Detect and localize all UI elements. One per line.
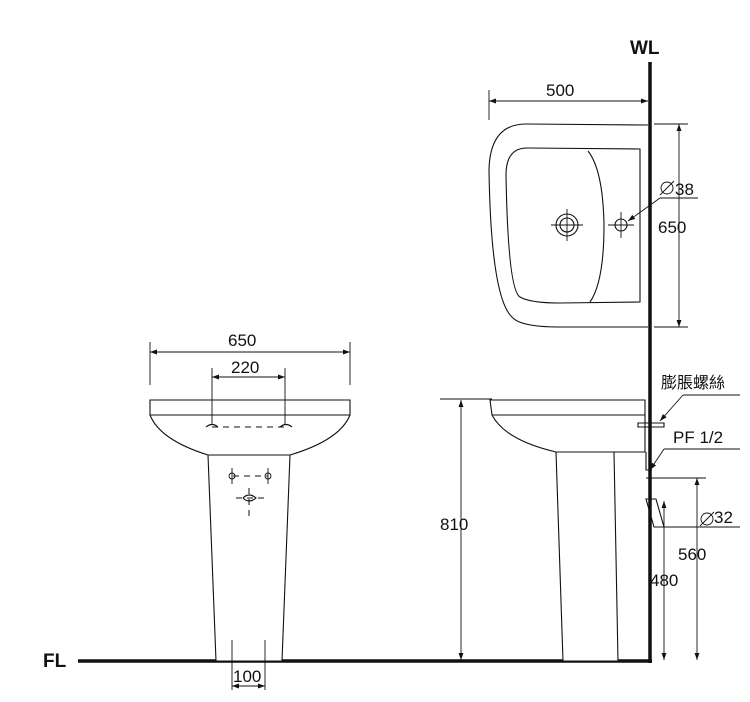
faucet-hole [608,212,634,238]
front-view [149,342,351,690]
wall-label: WL [630,38,660,59]
waste-height-label: 480 [650,571,678,590]
top-depth-label: 650 [658,218,686,237]
faucet-spacing-label: 220 [231,358,259,377]
side-view [440,394,740,662]
drain-symbol [551,209,583,241]
svg-text:32: 32 [714,508,733,527]
drain-hole-label: 38 [675,180,694,199]
basin-side [489,399,646,453]
basin-outline-plan [488,123,649,328]
anchor-bolt-label: 膨脹螺絲 [661,373,725,392]
pedestal-side [555,451,619,662]
pedestal-base-label: 100 [233,667,261,686]
height-total-label: 810 [440,515,468,534]
deck-divider [587,150,605,303]
supply-height-label: 560 [678,545,706,564]
diameter-symbol [660,181,674,195]
pedestal-front [207,454,291,662]
top-width-label: 500 [546,81,574,100]
anchor-bolt [637,422,665,428]
floor-label: FL [43,651,67,672]
front-width-label: 650 [228,331,256,350]
supply-thread-label: PF 1/2 [673,428,723,447]
plan-view [488,90,698,328]
waste-dia-label: 32 [699,508,733,527]
basin-bowl-plan [505,147,641,304]
